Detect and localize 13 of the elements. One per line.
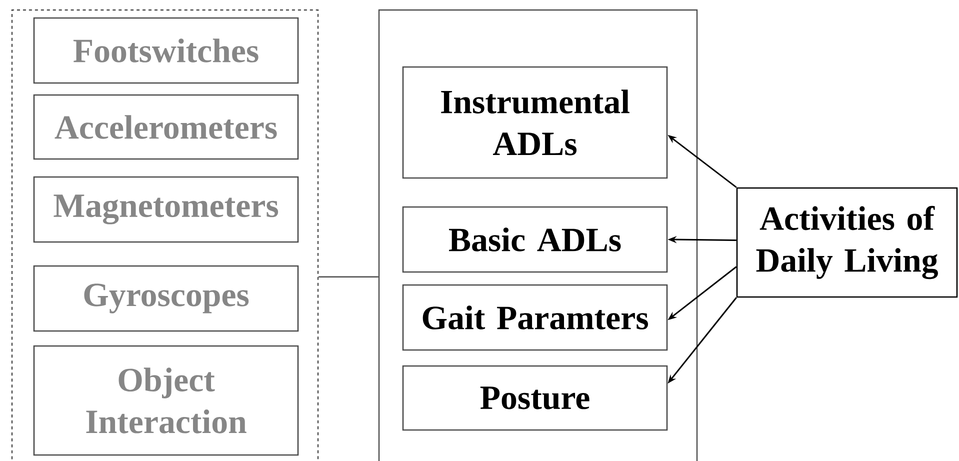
sensor-box: Magnetometers [33, 176, 299, 243]
sensor-box: Footswitches [33, 17, 299, 84]
category-box: Activities of Daily Living [736, 187, 958, 298]
group-frame [11, 9, 319, 461]
sensor-box: Object Interaction [33, 345, 299, 456]
activity-box: Instrumental ADLs [402, 66, 668, 179]
connector-line [318, 276, 378, 278]
group-frame [378, 9, 698, 461]
sensor-box: Gyroscopes [33, 265, 299, 332]
activity-box: Posture [402, 365, 668, 431]
activity-box: Basic ADLs [402, 206, 668, 273]
sensor-box: Accelerometers [33, 94, 299, 160]
activity-box: Gait Paramters [402, 284, 668, 351]
